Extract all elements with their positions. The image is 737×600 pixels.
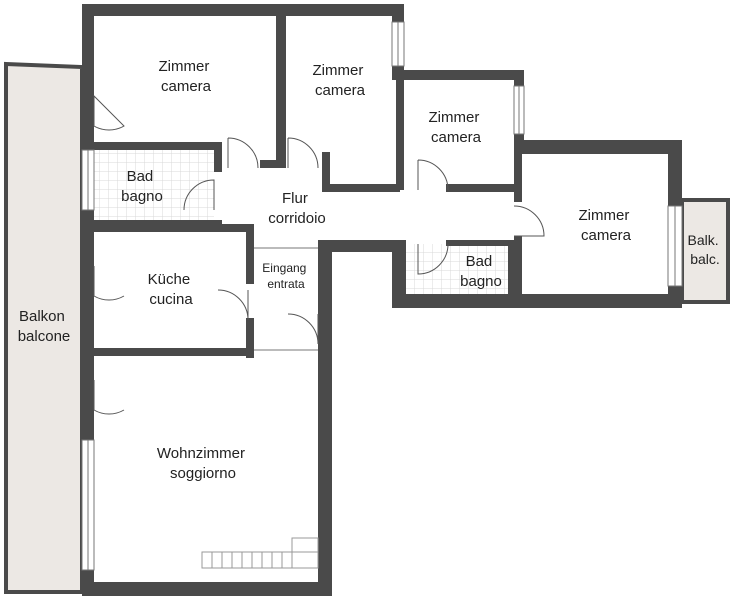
- balcony-right: [680, 198, 730, 304]
- room-label-kueche: Küche cucina: [148, 271, 195, 308]
- room-label-bad-1: Bad bagno: [121, 168, 163, 205]
- room-label-zimmer-1: Zimmer camera: [159, 58, 214, 95]
- bathroom-2-floor: [406, 244, 512, 296]
- windows: [81, 21, 683, 571]
- doors: [93, 94, 545, 415]
- room-label-balk: Balk. balc.: [687, 232, 722, 267]
- room-label-zimmer-4: Zimmer camera: [579, 207, 634, 244]
- room-label-zimmer-2: Zimmer camera: [313, 62, 368, 99]
- entrance-lines: [254, 247, 318, 351]
- room-label-wohnzimmer: Wohnzimmer soggiorno: [157, 445, 249, 482]
- room-label-flur: Flur corridoio: [268, 190, 326, 227]
- room-label-bad-2: Bad bagno: [460, 253, 502, 290]
- stairs: [201, 537, 319, 569]
- bathroom-1-floor: [94, 150, 214, 222]
- room-label-zimmer-3: Zimmer camera: [429, 109, 484, 146]
- room-label-eingang: Eingang entrata: [262, 261, 309, 291]
- room-label-balkon: Balkon balcone: [18, 308, 71, 345]
